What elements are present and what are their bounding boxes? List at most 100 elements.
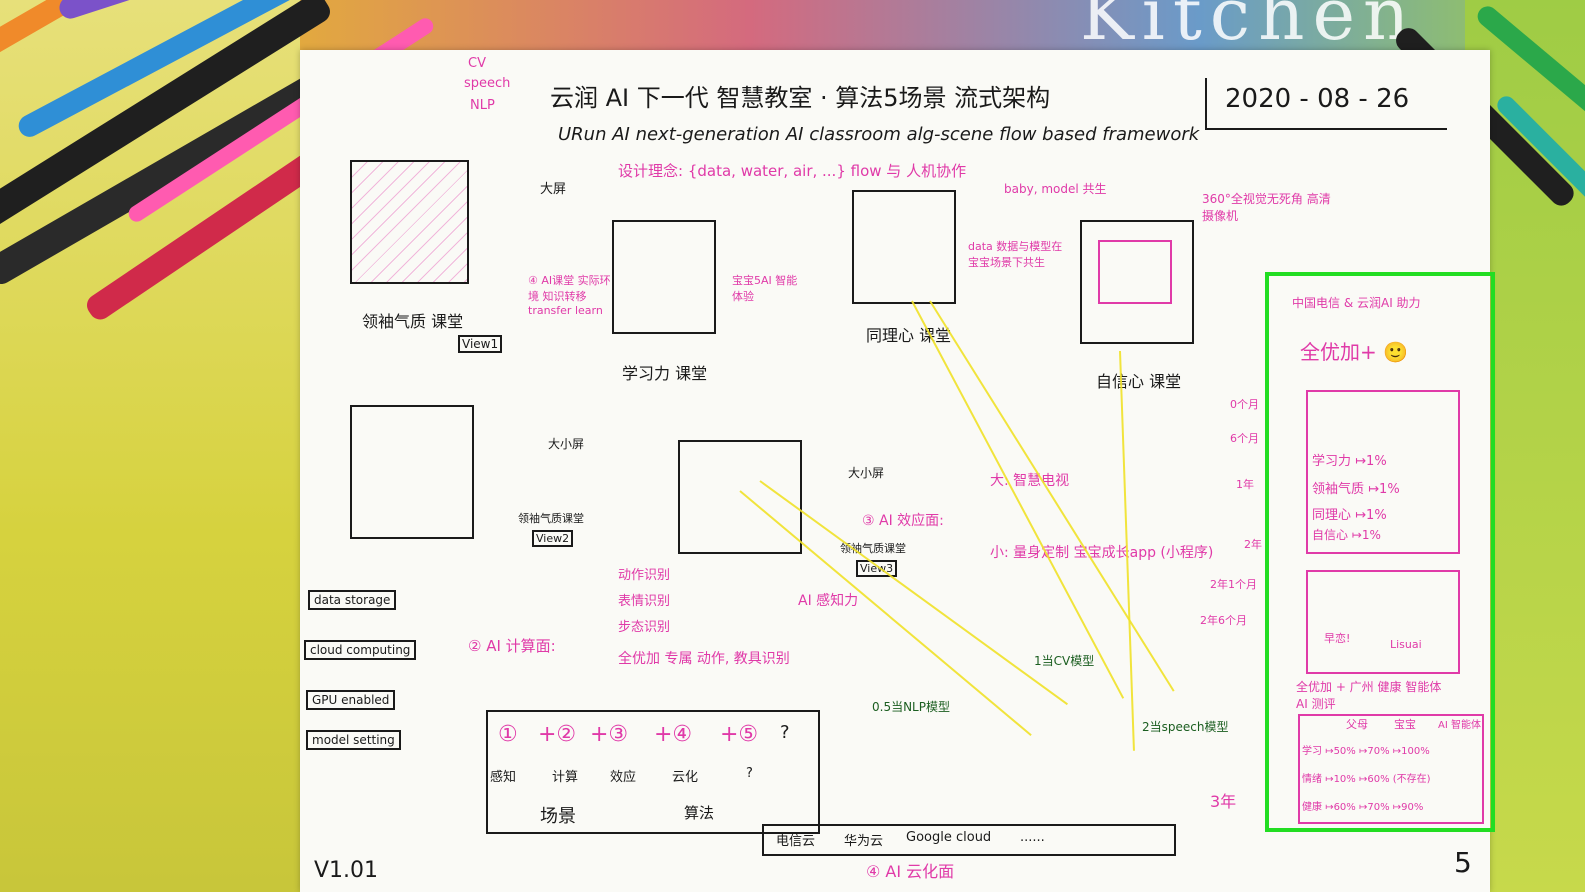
storage-item-3: GPU enabled [306,690,396,710]
cloud-google: Google cloud [906,830,992,845]
tag-nlp: NLP [470,98,495,113]
timeline-2: 1年 [1236,478,1254,491]
view1-tag: View1 [458,335,503,353]
row-label: 健康 [1302,802,1322,813]
cloud-more: ...... [1020,830,1045,845]
classroom-1-sketch [350,160,469,284]
pipeline-step-unknown: ? [780,722,790,743]
table-row: 学习 ↦50% ↦70% ↦100% [1302,742,1430,757]
metric-2: 领袖气质 ↦1% [1312,478,1400,497]
pipeline-step-2: +② [538,722,577,747]
pipeline-step-1: ① [498,722,518,747]
signal-ray [929,300,1175,692]
classroom-5-label: 领袖气质课堂 [518,512,584,525]
pipeline-stage-2: 计算 [552,770,579,785]
metric-name: 同理心 [1312,508,1352,523]
classroom-4-sketch [1080,220,1194,344]
pipeline-step-4: +④ [654,722,693,747]
cell: ↦70% [1358,746,1390,757]
date: 2020 - 08 - 26 [1225,84,1410,114]
cloud-huawei: 华为云 [844,834,884,849]
classroom-4-camera-frame [1098,240,1172,304]
character-quote-2: Lisuai [1390,638,1422,651]
metric-value: ↦1% [1368,482,1400,497]
metric-value: ↦1% [1355,508,1387,523]
storage-item-2: cloud computing [304,640,417,660]
timeline-6: 3年 [1210,792,1237,811]
classroom-4-note: 360°全视觉无死角 高清摄像机 [1202,192,1331,223]
cloud-telecom: 电信云 [776,834,816,849]
metric-3: 同理心 ↦1% [1312,504,1387,523]
metric-1: 学习力 ↦1% [1312,450,1387,469]
pipeline-step-3: +③ [590,722,629,747]
scene-label: 场景 [540,806,576,827]
classroom-2-label: 学习力 课堂 [622,364,708,383]
design-concept-sub: baby, model 共生 [1004,182,1107,196]
model-nlp: 0.5当NLP模型 [872,700,950,714]
page-number: 5 [1454,846,1472,879]
timeline-5: 2年6个月 [1200,614,1247,627]
table-row: 健康 ↦60% ↦70% ↦90% [1302,798,1423,813]
tag-speech: speech [464,76,511,91]
table-row: 情绪 ↦10% ↦60% (不存在) [1302,770,1431,785]
highlight-panel [1265,272,1495,832]
classroom-5-sketch [350,405,474,539]
model-speech: 2当speech模型 [1142,720,1229,734]
design-concept: 设计理念: {data, water, air, ...} flow 与 人机协… [618,162,967,180]
classroom-3-sketch [852,190,956,304]
classroom-6-screen: 大小屏 [848,466,885,480]
sketch-paper: 云润 AI 下一代 智慧教室 · 算法5场景 流式架构 URun AI next… [300,50,1495,892]
cell: ↦10% [1325,774,1356,785]
compute-item-3: 步态识别 [618,620,671,635]
big-screen-label: 大屏 [540,182,567,197]
compute-item-4: 全优加 专属 动作, 教具识别 [618,651,790,667]
timeline-0: 0个月 [1230,398,1259,411]
ai-classroom-note: ④ AI课堂 实际环境 知识转移 transfer learn [528,274,611,317]
storage-item-4: model setting [306,730,401,750]
title-chinese: 云润 AI 下一代 智慧教室 · 算法5场景 流式架构 [550,84,1051,112]
row-label: 情绪 [1302,774,1322,785]
metric-name: 学习力 [1312,454,1352,469]
view2-tag: View2 [532,530,574,547]
metric-value: ↦1% [1351,528,1381,542]
storage-item-1: data storage [308,590,397,610]
pipeline-stage-3: 效应 [610,770,637,785]
col-header-parents: 父母 [1346,718,1368,731]
cell: ↦60% [1325,802,1356,813]
algorithm-label: 算法 [684,804,715,822]
ai-perception-label: AI 感知力 [798,593,859,609]
classroom-2-sketch [612,220,716,334]
cell: ↦100% [1392,746,1430,757]
character-quote-1: 早恋! [1324,632,1351,645]
version-label: V1.01 [314,858,379,883]
classroom-2-note: 宝宝5AI 智能体验 [732,274,798,303]
signal-ray [911,300,1125,699]
metric-name: 自信心 [1312,528,1349,542]
pipeline-stage-5: ? [746,766,753,781]
classroom-1-label: 领袖气质 课堂 [362,312,464,331]
cell: (不存在) [1392,774,1431,785]
small-app-label: 小: 量身定制 宝宝成长app (小程序) [990,545,1214,561]
col-header-ai: AI 智能体 [1438,720,1481,731]
metric-name: 领袖气质 [1312,482,1365,497]
ai-effect-label: ③ AI 效应面: [862,513,944,529]
pipeline-step-5: +⑤ [720,722,759,747]
desk-surface-left [0,0,320,892]
panel-title: 中国电信 & 云润AI 助力 [1292,296,1421,310]
pipeline-stage-1: 感知 [490,770,517,785]
title-english: URun AI next-generation AI classroom alg… [558,124,1200,145]
classroom-3-note: data 数据与模型在 宝宝场景下共生 [968,240,1063,269]
row-label: 学习 [1302,746,1322,757]
timeline-3: 2年 [1244,538,1262,551]
timeline-4: 2年1个月 [1210,578,1257,591]
metric-value: ↦1% [1355,454,1387,469]
date-bracket [1205,78,1447,130]
background-lettering: Kitchen [1080,0,1418,56]
classroom-4-label: 自信心 课堂 [1096,372,1182,391]
evaluation-table [1298,714,1484,824]
cell: ↦70% [1358,802,1390,813]
cloud-bar [762,824,1176,856]
metric-4: 自信心 ↦1% [1312,526,1381,543]
cell: ↦60% [1358,774,1390,785]
classroom-5-screen: 大小屏 [548,437,585,451]
